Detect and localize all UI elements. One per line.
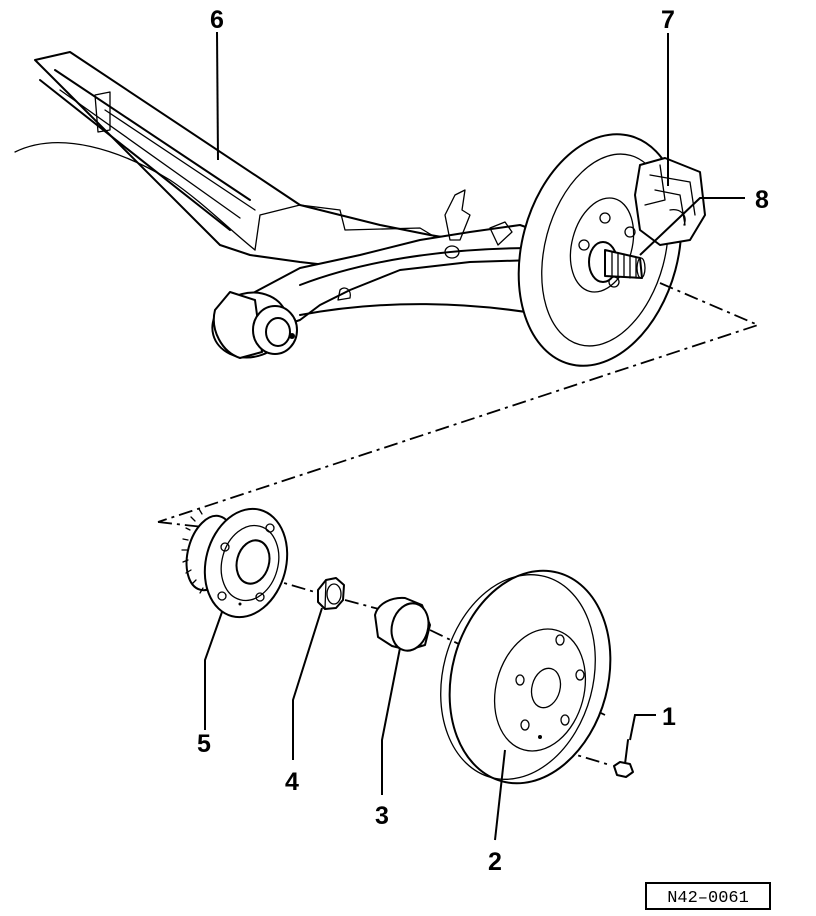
- rear-axle-beam: [14, 51, 561, 359]
- wheel-hub: [181, 507, 289, 619]
- callout-7: 7: [661, 6, 675, 34]
- leader-4: [292, 607, 323, 760]
- callout-5: 5: [197, 730, 211, 758]
- leader-lines: [204, 31, 745, 841]
- callout-labels: 6 7 8 5 4 3 2 1: [197, 6, 769, 876]
- callout-6: 6: [210, 6, 224, 34]
- grease-cap: [374, 596, 431, 652]
- reference-code-box: N42–0061: [645, 882, 771, 910]
- leader-2: [494, 749, 506, 841]
- rear-axle-assembly: [14, 51, 706, 367]
- leader-8: [639, 197, 745, 256]
- callout-4: 4: [285, 768, 299, 796]
- brake-caliper: [634, 157, 706, 246]
- bolt: [613, 739, 634, 778]
- callout-3: 3: [375, 802, 389, 830]
- brake-disc: [440, 569, 612, 785]
- callout-1: 1: [662, 703, 676, 731]
- collar-nut: [317, 577, 345, 610]
- callout-8: 8: [755, 186, 769, 214]
- stub-axle: [588, 241, 646, 283]
- leader-5: [204, 611, 223, 730]
- callout-2: 2: [488, 848, 502, 876]
- leader-6: [216, 31, 219, 161]
- reference-code: N42–0061: [667, 889, 749, 908]
- leader-3: [381, 647, 401, 795]
- leader-1: [629, 714, 656, 741]
